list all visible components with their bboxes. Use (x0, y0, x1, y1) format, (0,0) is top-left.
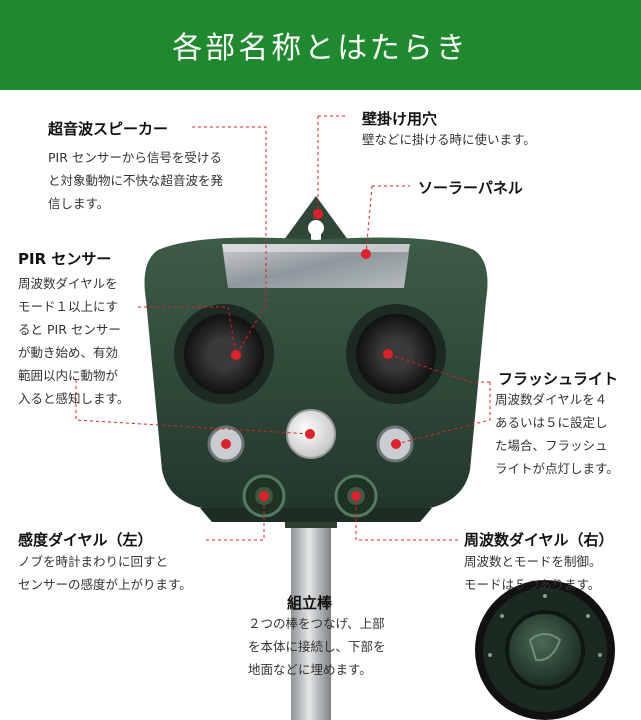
marker-speaker-right (383, 349, 393, 359)
marker-solar (361, 249, 371, 259)
frequency-description: 周波数とモードを制御。 モードは５つあります。 (464, 554, 602, 592)
solar-label: ソーラーパネル (418, 179, 523, 197)
sensitivity-description: ノブを時計まわりに回すと センサーの感度が上がります。 (18, 554, 192, 592)
ultrasonic-speaker-right (346, 304, 446, 404)
ultrasonic-speaker-left (174, 304, 274, 404)
speaker-label: 超音波スピーカー (48, 120, 169, 138)
page-title: 各部名称とはたらき (172, 31, 469, 66)
hanger-description: 壁などに掛ける時に使います。 (362, 132, 536, 147)
pir-label: PIR センサー (18, 250, 112, 268)
frequency-label: 周波数ダイヤル（右） (464, 531, 614, 549)
leader-lines (75, 115, 491, 541)
sensitivity-label: 感度ダイヤル（左） (18, 531, 153, 549)
solar-panel (222, 244, 410, 288)
flash-description: 周波数ダイヤルを４ あるいは５に設定し た場合、フラッシュ ライトが点灯します。 (495, 392, 619, 476)
marker-flash-right (391, 439, 401, 449)
marker-sensitivity (259, 491, 269, 501)
marker-frequency (351, 491, 361, 501)
marker-hanger (313, 209, 323, 219)
speaker-description: PIR センサーから信号を受ける と対象動物に不快な超音波を発 信します。 (48, 150, 224, 211)
flash-label: フラッシュライト (498, 370, 619, 388)
marker-speaker (231, 350, 241, 360)
hanger-label: 壁掛け用穴 (362, 110, 438, 128)
marker-pir (305, 429, 315, 439)
marker-flash-left (221, 439, 231, 449)
pir-description: 周波数ダイヤルを モード１以上にす ると PIR センサー が動き始め、有効 範… (18, 276, 130, 406)
page-header: 各部名称とはたらき (0, 0, 641, 90)
rod-label: 組立棒 (287, 594, 333, 612)
frequency-dial-closeup (475, 580, 615, 720)
assembly-rod (285, 518, 337, 720)
rod-description: ２つの棒をつなげ、上部 を本体に接続し、下部を 地面などに埋めます。 (248, 616, 386, 677)
callout-markers (221, 209, 401, 501)
